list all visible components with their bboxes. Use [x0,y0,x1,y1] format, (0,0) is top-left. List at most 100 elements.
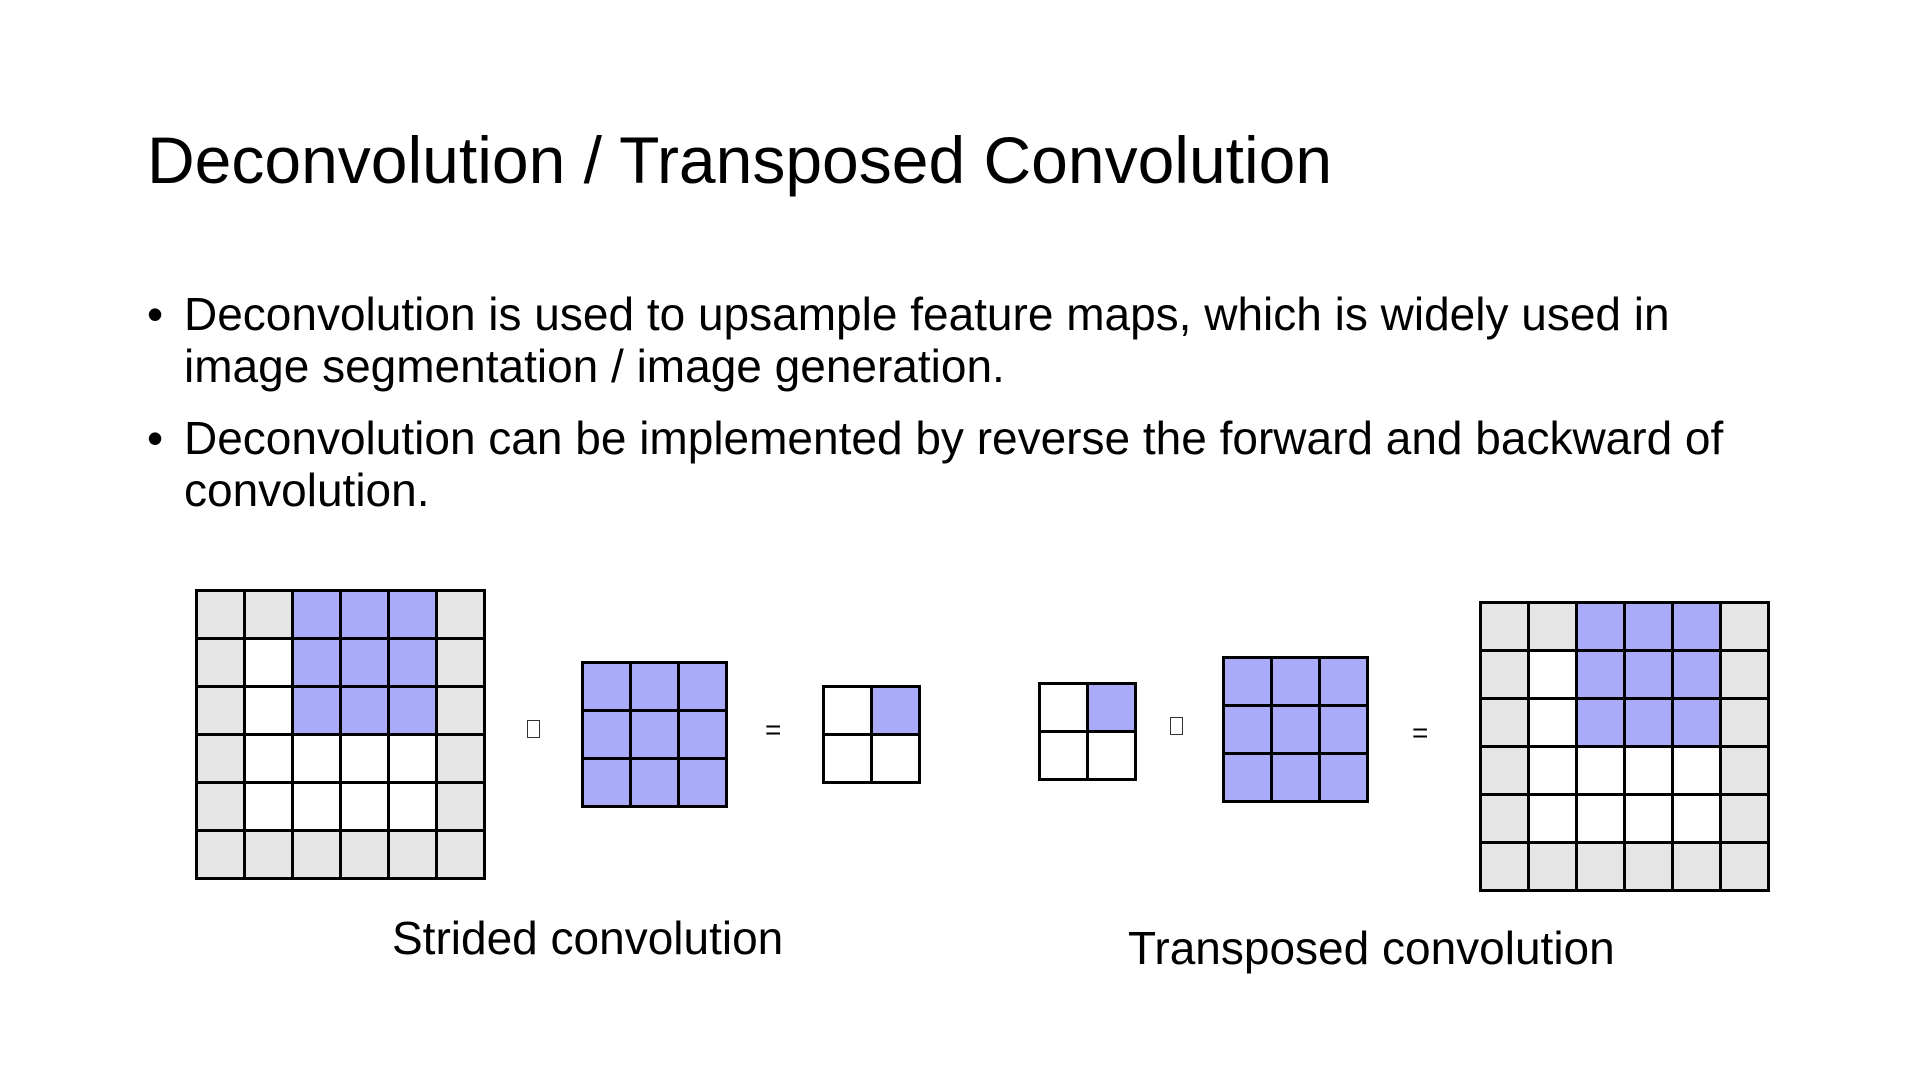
cell-white [1671,793,1722,844]
cell-gray [1479,601,1530,652]
cell-gray [1479,745,1530,796]
bullet-text: Deconvolution is used to upsample featur… [184,288,1670,392]
grid-row [195,829,486,880]
cell-gray [1719,601,1770,652]
cell-white [243,781,294,832]
cell-blue [387,637,438,688]
cell-blue [629,661,680,712]
cell-gray [1719,697,1770,748]
cell-blue [1270,656,1321,707]
grid-row [1479,697,1770,748]
cell-white [1671,745,1722,796]
cell-blue [1623,601,1674,652]
bullet-glyph: • [147,412,164,464]
cell-blue [291,589,342,640]
grid-row [1038,682,1137,733]
grid-row [581,709,728,760]
transposed-input-grid [1038,682,1137,781]
cell-blue [629,709,680,760]
cell-white [387,733,438,784]
grid-row [195,781,486,832]
cell-gray [1623,841,1674,892]
grid-row [1038,730,1137,781]
grid-row [822,685,921,736]
equals-sign: = [1412,717,1429,748]
cell-blue [581,757,632,808]
bullet-glyph: • [147,288,164,340]
grid-row [195,589,486,640]
cell-blue [1575,697,1626,748]
cell-blue [1318,656,1369,707]
cell-gray [435,589,486,640]
grid-row [1222,656,1369,707]
cell-blue [1623,697,1674,748]
cell-blue [1270,704,1321,755]
slide-title: Deconvolution / Transposed Convolution [147,123,1333,197]
cell-white [1086,730,1137,781]
cell-white [243,685,294,736]
cell-gray [435,781,486,832]
cell-blue [1575,601,1626,652]
cell-blue [1270,752,1321,803]
cell-gray [195,829,246,880]
bullet-item: • Deconvolution can be implemented by re… [147,412,1787,516]
cell-blue [339,685,390,736]
bullet-text: Deconvolution can be implemented by reve… [184,412,1724,516]
cell-blue [1222,656,1273,707]
cell-white [1623,745,1674,796]
cell-white [822,733,873,784]
cell-gray [435,637,486,688]
operator-symbol [527,720,540,738]
cell-gray [1527,601,1578,652]
cell-gray [1719,745,1770,796]
cell-blue [1623,649,1674,700]
cell-blue [1318,704,1369,755]
cell-white [1038,730,1089,781]
cell-gray [243,589,294,640]
cell-gray [1719,841,1770,892]
cell-blue [339,637,390,688]
cell-white [339,781,390,832]
grid-row [581,661,728,712]
cell-gray [195,637,246,688]
cell-blue [387,685,438,736]
cell-gray [195,733,246,784]
grid-row [1479,601,1770,652]
cell-blue [1318,752,1369,803]
grid-row [822,733,921,784]
cell-blue [387,589,438,640]
grid-row [1479,841,1770,892]
cell-white [1527,697,1578,748]
bullet-item: • Deconvolution is used to upsample feat… [147,288,1787,392]
cell-blue [1222,752,1273,803]
cell-white [1575,745,1626,796]
cell-blue [1671,649,1722,700]
strided-output-grid [822,685,921,784]
cell-gray [435,685,486,736]
grid-row [1479,793,1770,844]
cell-gray [435,733,486,784]
cell-white [291,781,342,832]
cell-blue [677,661,728,712]
cell-gray [195,685,246,736]
cell-blue [581,661,632,712]
cell-gray [387,829,438,880]
bullet-list: • Deconvolution is used to upsample feat… [147,288,1787,536]
cell-white [1527,793,1578,844]
transposed-caption: Transposed convolution [1128,922,1615,974]
cell-gray [291,829,342,880]
cell-blue [291,637,342,688]
cell-gray [339,829,390,880]
grid-row [195,637,486,688]
grid-row [1222,752,1369,803]
cell-white [387,781,438,832]
cell-blue [629,757,680,808]
cell-blue [870,685,921,736]
cell-blue [1671,697,1722,748]
cell-blue [339,589,390,640]
cell-gray [1479,649,1530,700]
cell-blue [1671,601,1722,652]
strided-input-grid [195,589,486,880]
cell-white [822,685,873,736]
cell-blue [1222,704,1273,755]
